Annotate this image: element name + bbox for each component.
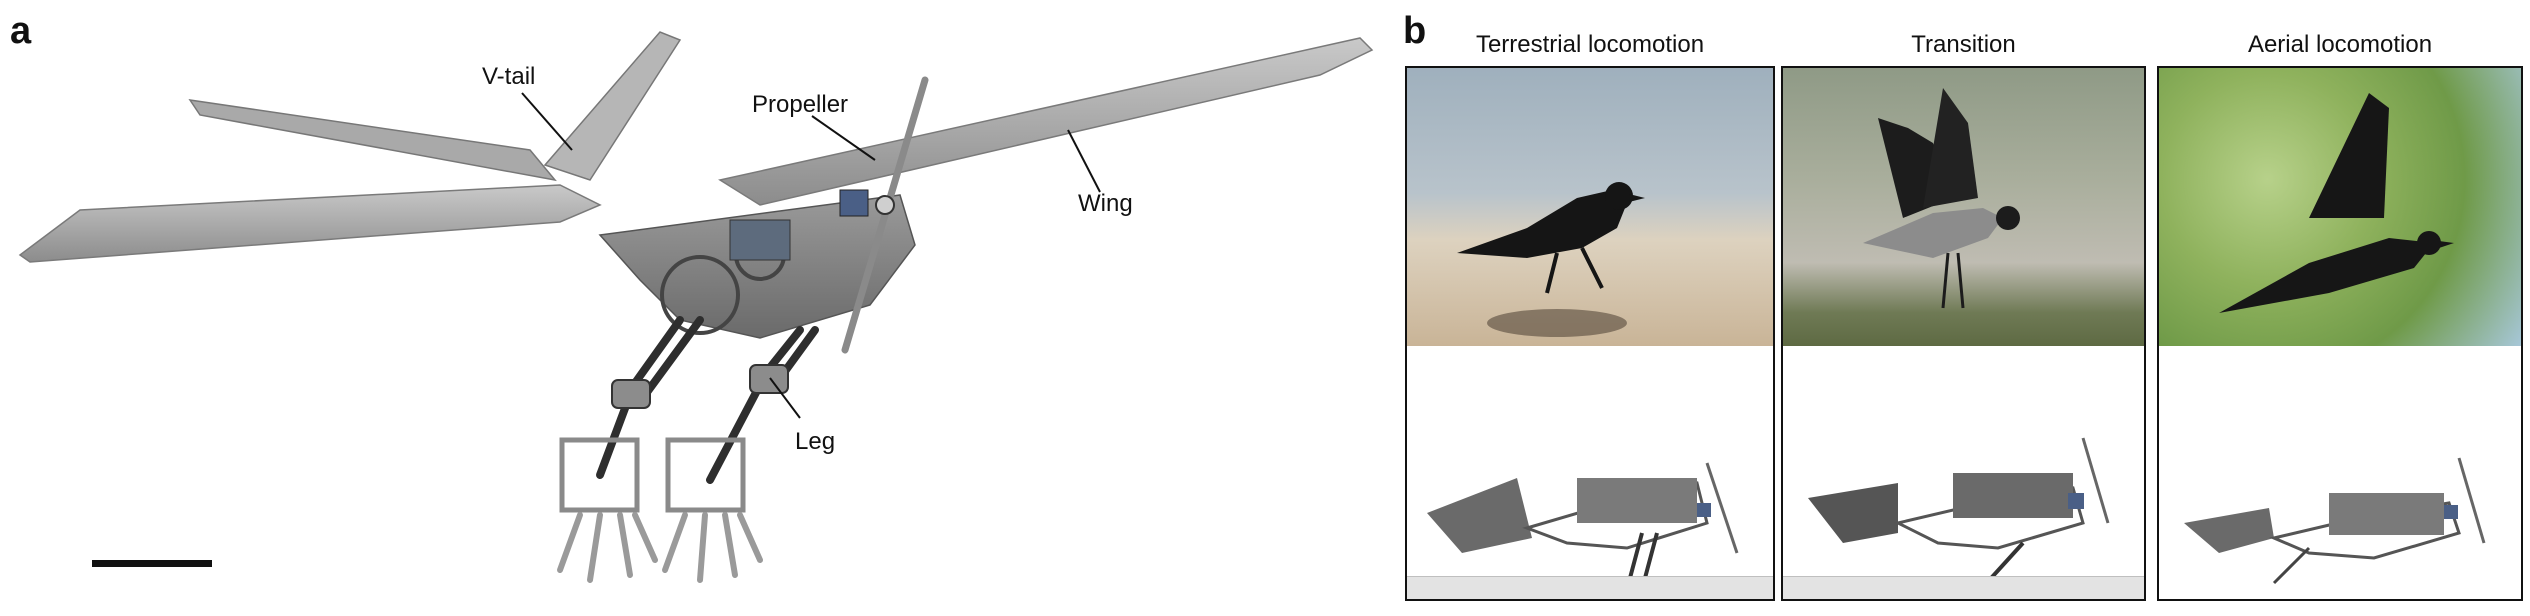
robot-motor	[1697, 503, 1711, 517]
gear-large	[660, 255, 740, 335]
robot-propeller	[2081, 437, 2110, 524]
robot-motor	[2444, 505, 2458, 519]
robot-wing-block	[1577, 478, 1697, 523]
crow-walking	[1457, 190, 1627, 258]
terrestrial-ground	[1407, 576, 1773, 599]
leg-label: Leg	[795, 428, 836, 455]
motor-block	[729, 219, 791, 261]
v-tail-left	[188, 99, 557, 182]
left-wing	[18, 184, 602, 263]
foot-frames	[559, 437, 746, 513]
crow-body	[1863, 208, 2003, 258]
robot-tail	[2184, 508, 2274, 553]
robot-legs	[2272, 546, 2311, 585]
transition-photo	[1783, 68, 2144, 346]
transition-ground	[1783, 576, 2144, 599]
v-tail-label: V-tail	[482, 63, 536, 90]
v-tail-right	[543, 31, 682, 181]
robot-rendering	[18, 31, 1374, 583]
terrestrial-frame	[1405, 66, 1775, 601]
wing-label: Wing	[1078, 190, 1133, 217]
robot-wing-block	[1953, 473, 2073, 518]
propeller-hub	[875, 195, 895, 215]
propeller-label: Propeller	[752, 91, 849, 118]
terrestrial-photo	[1407, 68, 1773, 346]
robot-motor	[2068, 493, 2084, 509]
column-title-terrestrial: Terrestrial locomotion	[1475, 31, 1705, 58]
transition-frame	[1781, 66, 2146, 601]
right-wing	[718, 37, 1374, 206]
crow-wing-up	[2309, 93, 2389, 218]
scale-bar	[92, 560, 212, 567]
robot-propeller	[2457, 457, 2486, 544]
aerial-photo	[2159, 68, 2521, 346]
callout-leaders	[521, 92, 1101, 419]
crow-body	[2219, 238, 2434, 313]
panel-b-letter: b	[1403, 10, 1427, 52]
robot-tail	[1808, 483, 1898, 543]
crow-shadow	[1487, 309, 1627, 337]
panel-a-letter: a	[10, 10, 32, 52]
column-title-aerial: Aerial locomotion	[2247, 31, 2433, 58]
robot-tail	[1427, 478, 1532, 553]
crow-wing-raised-2	[1923, 88, 1978, 208]
front-motor	[839, 189, 869, 217]
knee-joints	[611, 364, 789, 409]
robot-propeller	[1705, 462, 1739, 554]
claws	[557, 512, 763, 583]
fuselage	[598, 194, 916, 339]
aerial-frame	[2157, 66, 2523, 601]
robot-wing-block	[2329, 493, 2444, 535]
column-title-transition: Transition	[1911, 31, 2016, 58]
